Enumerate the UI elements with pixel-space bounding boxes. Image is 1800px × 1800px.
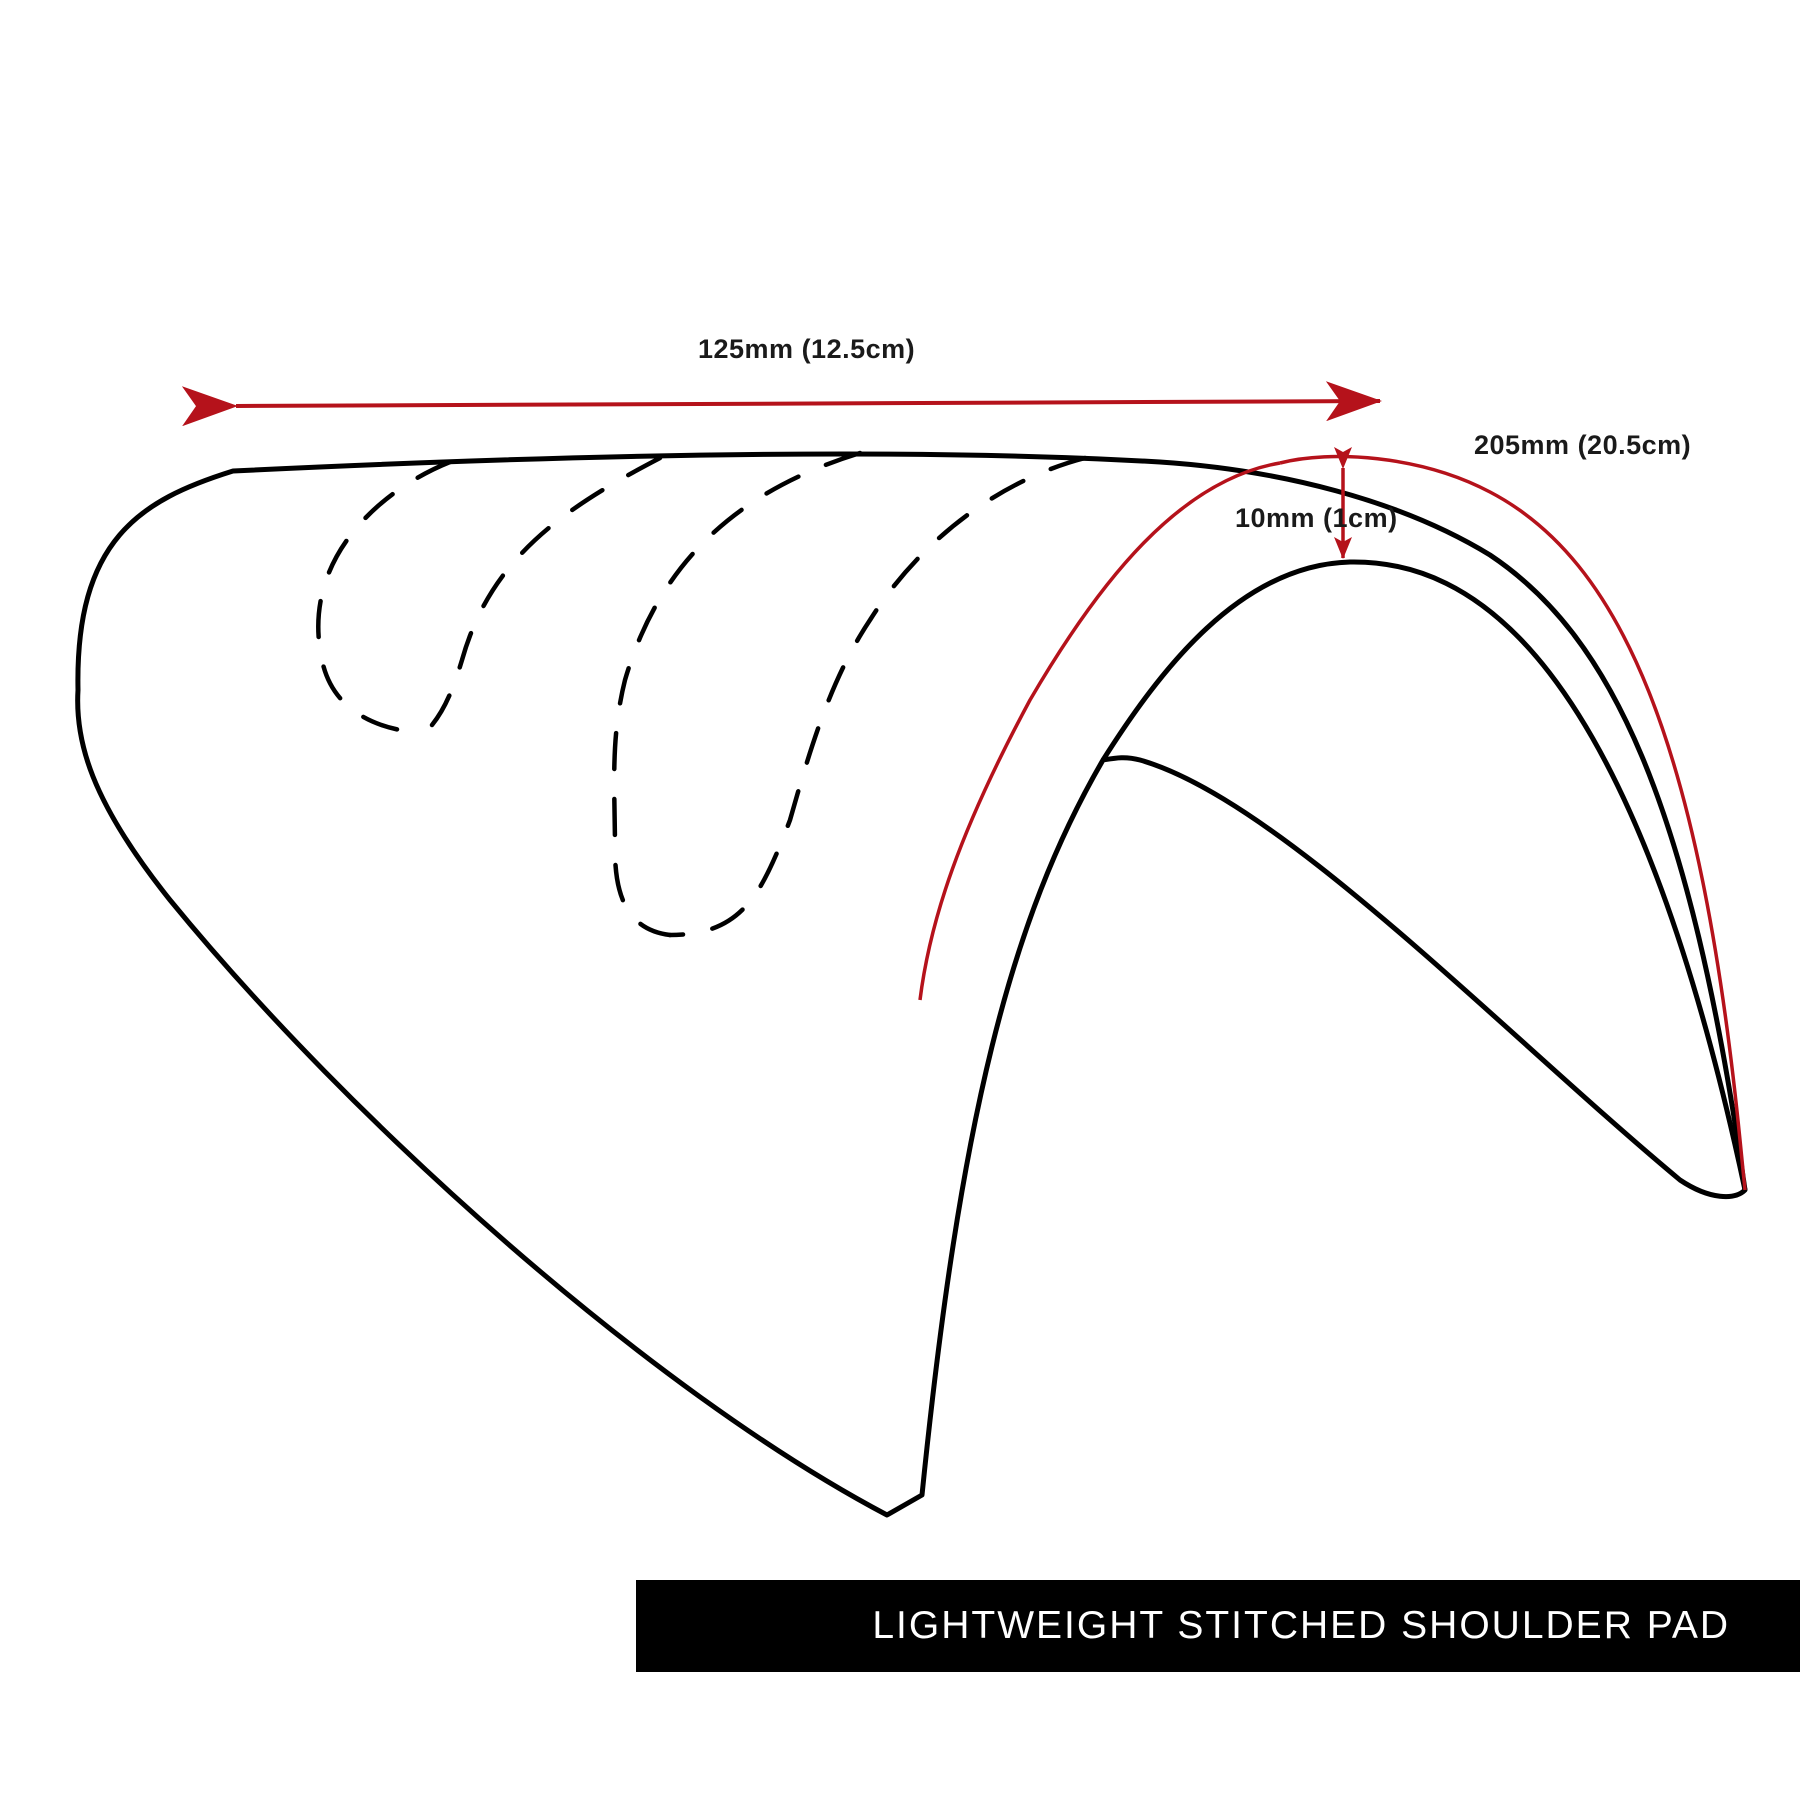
arc-arrow: [1279, 454, 1747, 1191]
product-title: LIGHTWEIGHT STITCHED SHOULDER PAD: [872, 1604, 1730, 1647]
stitch-line-2: [429, 455, 663, 728]
stitch-line-3: [611, 450, 863, 938]
pad-inner-arch: [1100, 559, 1748, 1191]
stitch-line-4: [667, 455, 1088, 938]
arc-dimension-label: 205mm (20.5cm): [1474, 430, 1692, 460]
pad-outline: [75, 451, 1748, 1518]
stitch-line-1: [316, 459, 453, 733]
width-dimension-label: 125mm (12.5cm): [698, 334, 916, 364]
title-banner: LIGHTWEIGHT STITCHED SHOULDER PAD: [636, 1580, 1800, 1672]
thickness-dimension-label: 10mm (1cm): [1235, 503, 1398, 533]
stitching: [316, 450, 1088, 938]
arc-arrow-left-branch: [918, 461, 1281, 1001]
width-arrow: [181, 381, 1382, 427]
